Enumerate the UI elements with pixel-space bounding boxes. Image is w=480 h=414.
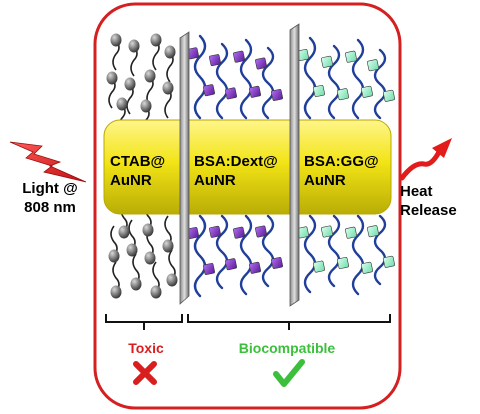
rod-label-bsa-gg-line1: BSA:GG@ xyxy=(304,153,379,170)
rod-label-bsa-dext-line1: BSA:Dext@ xyxy=(194,153,278,170)
guar-protein xyxy=(345,214,373,296)
ctab-molecule xyxy=(162,81,174,119)
ctab-molecule xyxy=(106,71,118,109)
light-label: Light @ 808 nm xyxy=(8,179,92,217)
rod-label-bsa-dext: BSA:Dext@ AuNR xyxy=(194,152,278,190)
dextran-protein xyxy=(209,214,237,290)
heat-label-line1: Heat xyxy=(400,183,433,200)
guar-protein xyxy=(367,48,395,120)
rod-label-ctab-line1: CTAB@ xyxy=(110,153,166,170)
ctab-molecule xyxy=(124,77,136,115)
guar-protein xyxy=(321,44,349,120)
biocompatible-bracket xyxy=(187,314,391,330)
heat-label-line2: Release xyxy=(400,202,457,219)
toxic-label: Toxic xyxy=(128,340,164,356)
rod-label-bsa-dext-line2: AuNR xyxy=(194,172,236,189)
dextran-protein xyxy=(209,42,237,120)
heat-label: Heat Release xyxy=(400,182,470,220)
ctab-molecule xyxy=(110,261,122,299)
check-icon xyxy=(273,359,305,387)
light-label-line1: Light @ xyxy=(22,180,78,197)
dextran-protein xyxy=(255,214,283,288)
ctab-molecule xyxy=(126,219,138,257)
dextran-protein xyxy=(233,38,261,120)
ctab-molecule xyxy=(130,253,142,291)
rod-label-bsa-gg: BSA:GG@ AuNR xyxy=(304,152,379,190)
guar-protein xyxy=(297,36,325,120)
ctab-molecule xyxy=(128,39,140,77)
section-divider-2 xyxy=(289,23,300,307)
section-divider-1 xyxy=(179,31,190,305)
dextran-protein xyxy=(233,214,261,296)
gold-nanorod xyxy=(103,119,392,215)
ctab-molecule xyxy=(150,33,162,71)
lightning-icon xyxy=(9,141,87,183)
guar-protein xyxy=(297,214,325,294)
dextran-protein xyxy=(255,46,283,120)
dextran-protein xyxy=(187,34,215,120)
guar-protein xyxy=(345,38,373,120)
ctab-molecule xyxy=(166,249,178,287)
ctab-molecule xyxy=(110,33,122,71)
rod-label-ctab-line2: AuNR xyxy=(110,172,152,189)
ctab-molecule xyxy=(150,261,162,299)
dextran-protein xyxy=(187,214,215,298)
cross-icon xyxy=(133,361,157,385)
heat-arrow-icon xyxy=(399,138,452,181)
guar-protein xyxy=(321,214,349,288)
rod-label-bsa-gg-line2: AuNR xyxy=(304,172,346,189)
surface-ligands xyxy=(106,33,395,299)
rod-label-ctab: CTAB@ AuNR xyxy=(110,152,165,190)
ctab-molecule xyxy=(164,45,176,83)
guar-protein xyxy=(367,214,395,286)
light-label-line2: 808 nm xyxy=(24,199,76,216)
toxic-bracket xyxy=(105,314,183,330)
ctab-molecule xyxy=(162,215,174,253)
biocompatible-label: Biocompatible xyxy=(238,340,336,356)
ctab-molecule xyxy=(108,225,120,263)
frame-border xyxy=(93,2,402,410)
